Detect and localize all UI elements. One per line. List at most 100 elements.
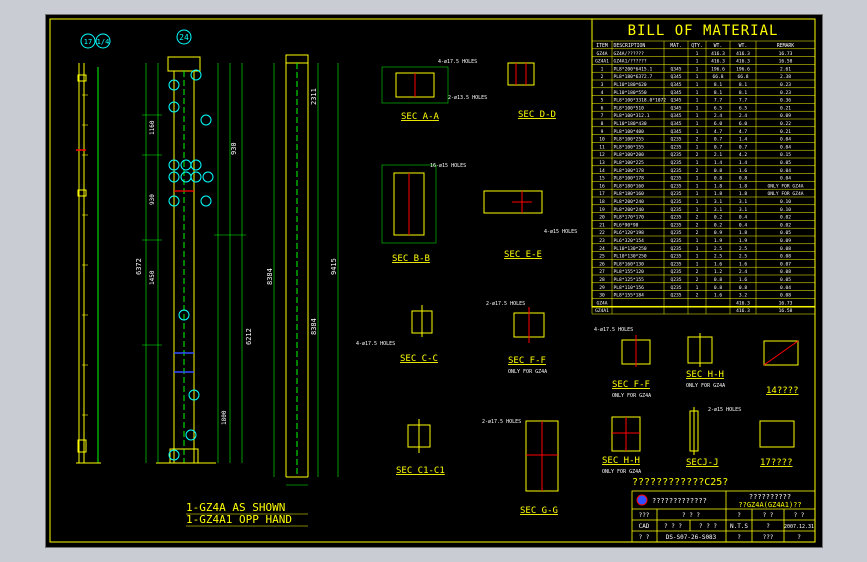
bom-cell: 2 [696,137,699,143]
bom-cell: 21 [599,222,605,228]
section-label: SEC F-F [612,380,650,390]
bom-cell: 2.5 [739,246,748,252]
bom-cell: 416.3 [711,59,725,65]
hole-note: 2-ø13.5 HOLES [448,95,487,101]
bom-title: BILL OF MATERIAL [628,23,779,39]
bom-cell: 0.08 [780,293,791,299]
bom-cell: Q235 [670,269,681,275]
bom-cell: 1 [696,183,699,189]
bom-cell: 3.1 [739,207,748,213]
bom-cell: 18 [599,199,605,205]
bom-cell: 1.6 [739,168,748,174]
hole-note: 2-ø17.5 HOLES [482,419,521,425]
bom-cell: 2.5 [714,254,723,260]
tb-cell: ? [737,512,741,519]
bom-cell: 2 [696,269,699,275]
note-line: 1-GZ4A1 OPP HAND [186,513,292,526]
bom-cell: 1 [696,191,699,197]
member-dim: 2311 [310,88,318,105]
tb-cell: ??? [639,512,650,519]
bom-cell: 10 [599,137,605,143]
bom-cell: 1 [696,144,699,150]
bom-cell: 0.7 [714,144,723,150]
bom-cell: PL10*130*250 [614,254,647,260]
bom-cell: PL6*90*98 [614,222,639,228]
tb-cell: ? ? [794,512,805,519]
bom-cell: 6.5 [739,105,748,111]
tb-cell: N.T.S [730,523,748,530]
bom-cell: 1.9 [714,238,723,244]
bom-cell: PL8*100*178 [614,176,645,182]
bom-cell: 11 [599,144,605,150]
bom-cell: 0.36 [780,98,791,104]
hole-note: 2-ø15 HOLES [708,407,741,413]
bom-cell: 0.8 [714,285,723,291]
bom-cell: 1 [696,51,699,57]
bom-header-cell: WT. [739,43,748,49]
bom-cell: 0.2 [714,222,723,228]
bom-cell: Q235 [670,246,681,252]
bom-cell: Q235 [670,261,681,267]
bom-cell: 0.10 [780,199,791,205]
only-for-note: ONLY FOR GZ4A [508,369,547,375]
bom-cell: 29 [599,285,605,291]
member-dim: 8384 [310,318,318,335]
tb-cell: ? [766,523,770,530]
cad-drawing: 17 1/4 24 [49,18,816,543]
bom-cell: PL10*180*430 [614,121,647,127]
bom-cell: Q345 [670,105,681,111]
bom-cell: 0.8 [714,277,723,283]
bom-cell: 0.23 [780,90,791,96]
section-label: SEC H-H [686,370,724,380]
member-dim: 8384 [266,268,274,285]
bom-cell: PL8*170*170 [614,215,645,221]
bom-header-cell: REMARK [777,43,794,49]
bom-cell: 0.05 [780,230,791,236]
bom-cell: 196.6 [736,66,750,72]
tb-cell: CAD [639,523,650,530]
col-mark-circle [80,33,96,49]
bom-cell: 0.4 [739,215,748,221]
sec-c-c-detail [411,305,433,337]
bom-cell: 1 [696,160,699,166]
section-label: SEC A-A [401,112,440,122]
title-block [631,490,816,543]
bom-cell: 9 [601,129,604,135]
bom-cell: 0.09 [780,113,791,119]
bom-cell: 6.0 [714,121,723,127]
bom-cell: 3 [601,82,604,88]
bom-cell: 27 [599,269,605,275]
hole-note: 2-ø17.5 HOLES [486,301,525,307]
bom-cell: 1 [696,199,699,205]
bom-cell: 3.1 [714,207,723,213]
section-label: SEC G-G [520,506,558,516]
bom-cell: PL8*125*155 [614,277,645,283]
bom-cell: GZ4A1 [595,308,609,314]
member-dims [273,63,339,486]
note-line: 1-GZ4A AS SHOWN [186,501,285,514]
bom-cell: 1.6 [739,277,748,283]
bom-cell: 23 [599,238,605,244]
bom-cell: 0.23 [780,82,791,88]
bom-cell: PL8*100*178 [614,168,645,174]
bom-cell: 0.8 [714,168,723,174]
bom-cell: 15 [599,176,605,182]
bom-cell: Q345 [670,129,681,135]
main-dim: 6212 [245,328,253,345]
hole-note: 16-ø15 HOLES [430,163,466,169]
bom-cell: 1 [696,59,699,65]
bom-cell: 2 [696,293,699,299]
bom-cell: Q345 [670,113,681,119]
bom-cell: 2.1 [714,152,723,158]
bom-cell: 1.4 [714,160,723,166]
bom-cell: 0.21 [780,105,791,111]
bom-cell: PL8*100*200 [614,152,645,158]
bom-cell: 1.2 [714,269,723,275]
bom-cell: PL10*130*250 [614,246,647,252]
dimension-lines [142,63,246,463]
bom-cell: 0.8 [714,176,723,182]
bom-cell: 1 [696,261,699,267]
bom-cell: Q235 [670,144,681,150]
sec-j-j-detail [689,407,699,455]
sec-f-f-detail [513,307,545,343]
